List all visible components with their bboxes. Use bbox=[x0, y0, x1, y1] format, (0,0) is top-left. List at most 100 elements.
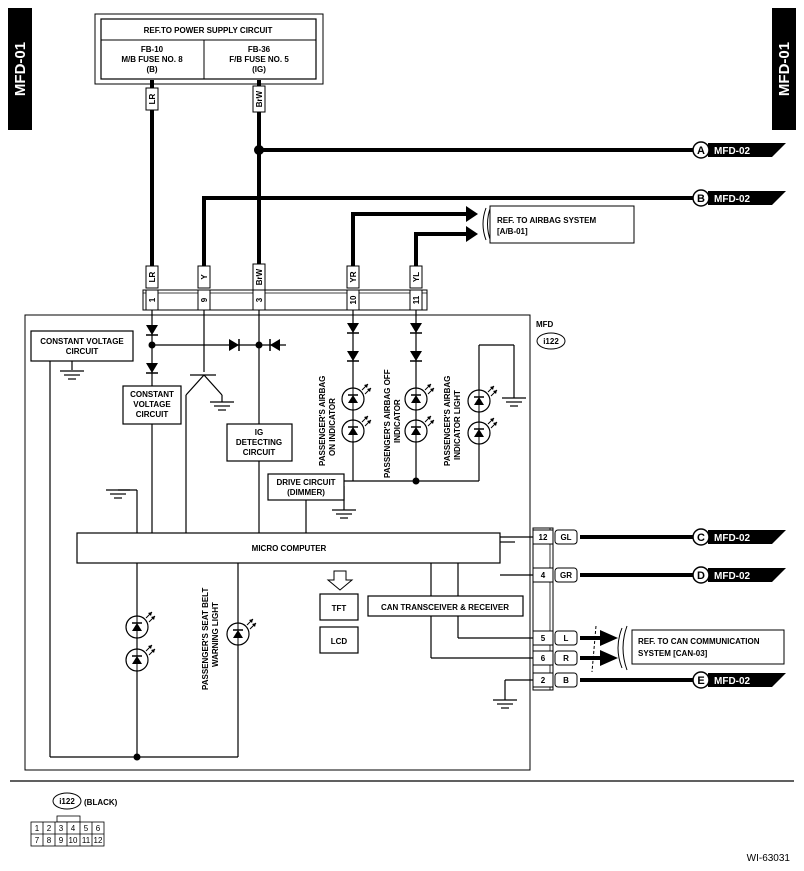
connector-c-label: MFD-02 bbox=[714, 533, 751, 544]
legend-r1-2: 2 bbox=[47, 824, 52, 833]
pin-11: 11 bbox=[412, 295, 421, 304]
figure-id: WI-63031 bbox=[747, 853, 791, 864]
airbag-on-line1: PASSENGER'S AIRBAG bbox=[318, 376, 327, 466]
power-supply-ref-box: REF.TO POWER SUPPLY CIRCUIT FB-10 M/B FU… bbox=[94, 13, 324, 85]
pin-1: 1 bbox=[148, 297, 157, 302]
page-tab-left: MFD-01 bbox=[8, 8, 32, 130]
wire-tag-brw: BrW bbox=[255, 268, 264, 285]
connector-e-letter: E bbox=[697, 675, 704, 687]
airbag-ref-box: REF. TO AIRBAG SYSTEM [A/B-01] bbox=[482, 205, 635, 244]
fuse2-line2: F/B FUSE NO. 5 bbox=[229, 55, 289, 64]
wire-tag-lr-top-text: LR bbox=[148, 93, 157, 104]
connector-c-letter: C bbox=[697, 532, 705, 544]
pin-9: 9 bbox=[200, 297, 209, 302]
fuse2-line1: FB-36 bbox=[248, 45, 271, 54]
can-ref-box: REF. TO CAN COMMUNICATION SYSTEM [CAN-03… bbox=[591, 625, 785, 673]
diodes bbox=[145, 322, 423, 374]
display-arrow-icon bbox=[326, 570, 354, 591]
right-connector-strip: 12 4 5 6 2 bbox=[532, 527, 554, 691]
legend-r2-5: 11 bbox=[82, 836, 91, 845]
internal-junctions bbox=[133, 341, 420, 761]
pin-3: 3 bbox=[255, 297, 264, 302]
cv2-line2: VOLTAGE bbox=[133, 400, 171, 409]
wire-tag-yl: YL bbox=[412, 272, 421, 282]
legend-code: i122 bbox=[59, 797, 75, 806]
cv2-line1: CONSTANT bbox=[130, 390, 174, 399]
led-seat-belt-b bbox=[226, 618, 257, 646]
legend-r1-1: 1 bbox=[35, 824, 40, 833]
ig-detecting-circuit: IG DETECTING CIRCUIT bbox=[226, 423, 293, 462]
constant-voltage-circuit-1: CONSTANT VOLTAGE CIRCUIT bbox=[30, 330, 134, 362]
fuse1-line3: (B) bbox=[146, 65, 157, 74]
rpin-4: 4 bbox=[541, 571, 546, 580]
connector-d-letter: D bbox=[697, 570, 705, 582]
drive-line2: (DIMMER) bbox=[287, 488, 325, 497]
wire-tags-bottom: LR Y BrW YR YL bbox=[145, 263, 423, 291]
seat-belt-line2: WARNING LIGHT bbox=[211, 602, 220, 667]
airbag-ref-line2: [A/B-01] bbox=[497, 227, 528, 236]
junction-brw bbox=[254, 145, 264, 155]
fuse1-line1: FB-10 bbox=[141, 45, 164, 54]
rpin-2: 2 bbox=[541, 676, 546, 685]
can-transceiver: CAN TRANSCEIVER & RECEIVER bbox=[367, 595, 524, 617]
wire-tag-yr: YR bbox=[349, 271, 358, 282]
airbag-light-line1: PASSENGER'S AIRBAG bbox=[443, 376, 452, 466]
rwire-r: R bbox=[563, 654, 569, 663]
airbag-ref-line1: REF. TO AIRBAG SYSTEM bbox=[497, 216, 596, 225]
label-seat-belt: PASSENGER'S SEAT BELT WARNING LIGHT bbox=[201, 588, 220, 690]
rpin-12: 12 bbox=[539, 533, 548, 542]
power-ref-title: REF.TO POWER SUPPLY CIRCUIT bbox=[144, 26, 273, 35]
legend-r2-1: 7 bbox=[35, 836, 40, 845]
legend-r1-3: 3 bbox=[59, 824, 64, 833]
airbag-light-line2: INDICATOR LIGHT bbox=[453, 390, 462, 460]
airbag-off-line2: INDICATOR bbox=[393, 399, 402, 443]
rwire-gl: GL bbox=[560, 533, 571, 542]
legend-r1-5: 5 bbox=[84, 824, 89, 833]
rwire-gr: GR bbox=[560, 571, 572, 580]
wire-tag-brw-top: BrW bbox=[252, 85, 266, 113]
mfd-unit-outline bbox=[24, 314, 531, 771]
legend-r2-4: 10 bbox=[69, 836, 78, 845]
wire-tag-lr-top: LR bbox=[145, 87, 159, 111]
mfd-unit-code-badge: i122 bbox=[536, 332, 566, 350]
cv2-line3: CIRCUIT bbox=[136, 410, 169, 419]
pin-10: 10 bbox=[349, 295, 358, 304]
connector-b: B MFD-02 bbox=[692, 189, 786, 207]
lcd-label: LCD bbox=[331, 637, 348, 646]
fuse1-line2: M/B FUSE NO. 8 bbox=[121, 55, 183, 64]
rpin-6: 6 bbox=[541, 654, 546, 663]
connector-e-label: MFD-02 bbox=[714, 676, 751, 687]
fuse2-line3: (IG) bbox=[252, 65, 266, 74]
connector-d: D MFD-02 bbox=[692, 566, 786, 584]
top-connector-strip: 1 9 3 10 11 bbox=[142, 289, 428, 311]
connector-a-letter: A bbox=[697, 145, 705, 157]
legend-r1-4: 4 bbox=[71, 824, 76, 833]
led-airbag-light bbox=[467, 385, 498, 445]
seat-belt-line1: PASSENGER'S SEAT BELT bbox=[201, 588, 210, 690]
wire-tag-brw-top-text: BrW bbox=[255, 90, 264, 107]
can-ref-line2: SYSTEM [CAN-03] bbox=[638, 649, 708, 658]
legend-color: (BLACK) bbox=[84, 798, 118, 807]
connector-e: E MFD-02 bbox=[692, 671, 786, 689]
arrow-can-r bbox=[600, 650, 618, 666]
arrow-airbag-yr bbox=[466, 206, 478, 222]
mfd-unit-name: MFD bbox=[536, 320, 554, 329]
lcd-block: LCD bbox=[319, 626, 359, 654]
airbag-on-line2: ON INDICATOR bbox=[328, 398, 337, 456]
led-airbag-on bbox=[341, 383, 372, 443]
connector-legend: i122 (BLACK) 1 2 3 4 5 6 7 8 9 10 11 12 bbox=[30, 792, 118, 847]
micro-computer-label: MICRO COMPUTER bbox=[252, 544, 327, 553]
can-transceiver-label: CAN TRANSCEIVER & RECEIVER bbox=[381, 603, 509, 612]
legend-r2-3: 9 bbox=[59, 836, 64, 845]
led-airbag-off bbox=[404, 383, 435, 443]
connector-a-label: MFD-02 bbox=[714, 146, 751, 157]
ig-line2: DETECTING bbox=[236, 438, 282, 447]
rwire-b: B bbox=[563, 676, 569, 685]
connector-d-label: MFD-02 bbox=[714, 571, 751, 582]
right-wire-tags: GL GR L R B bbox=[554, 529, 578, 688]
mfd-unit-code: i122 bbox=[543, 337, 559, 346]
page-tab-left-label: MFD-01 bbox=[12, 42, 29, 96]
rpin-5: 5 bbox=[541, 634, 546, 643]
drive-line1: DRIVE CIRCUIT bbox=[276, 478, 335, 487]
